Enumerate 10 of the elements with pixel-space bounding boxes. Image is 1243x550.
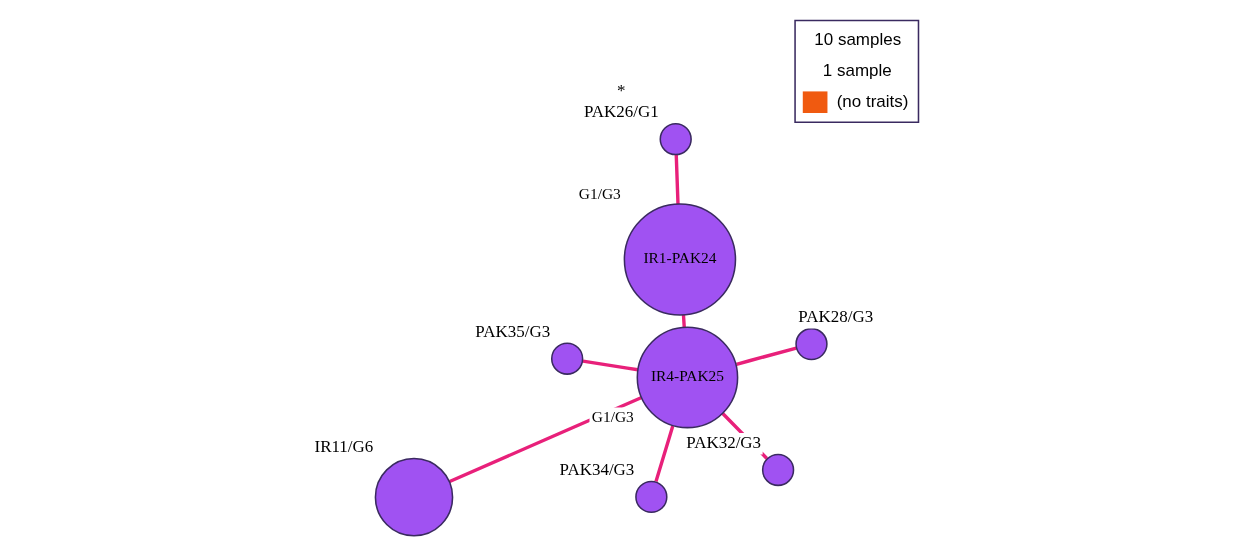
legend-label: 1 sample xyxy=(822,60,892,80)
node-text: PAK28/G3 xyxy=(798,307,874,327)
legend-label: 10 samples xyxy=(814,29,902,49)
node-label: G1/G3 xyxy=(578,184,621,202)
node-label: PAK34/G3 xyxy=(559,459,635,479)
node-label: PAK35/G3 xyxy=(475,321,551,341)
node-label: * xyxy=(617,80,626,100)
node-label: IR11/G6 xyxy=(314,437,374,457)
legend-label: (no traits) xyxy=(836,91,909,111)
node-label: PAK26/G1 xyxy=(583,102,659,122)
